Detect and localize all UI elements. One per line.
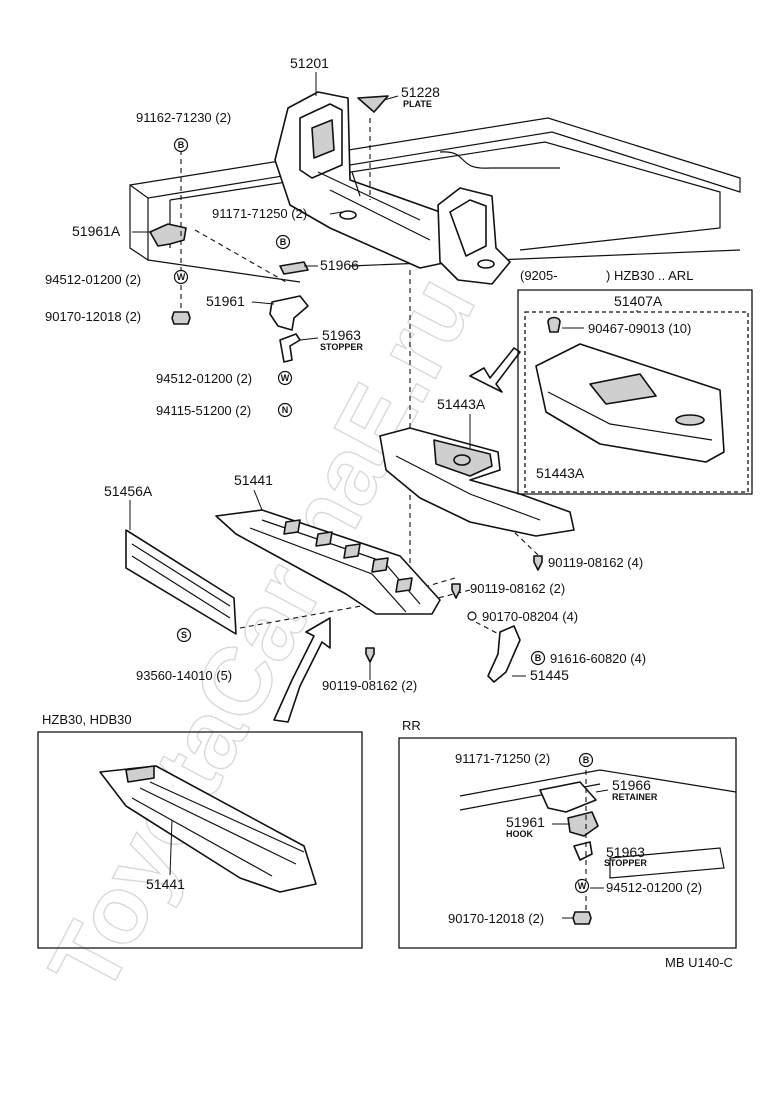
- label-51201: 51201: [290, 55, 329, 71]
- shield-51456A: [125, 529, 237, 635]
- washer-icon: W: [177, 272, 186, 282]
- variant-header-right: ) HZB30 .. ARL: [606, 268, 693, 283]
- inset-hzb30-hdb30: HZB30, HDB30 51441: [37, 712, 363, 949]
- label-51445: 51445: [530, 667, 569, 683]
- nut-icon: [171, 311, 191, 325]
- label-51966: 51966: [320, 257, 359, 273]
- crossmember-51201: [274, 91, 511, 285]
- rr-label-90170-12018: 90170-12018 (2): [448, 911, 544, 926]
- label-51228: 51228: [401, 84, 440, 100]
- washer-icon: W: [578, 881, 587, 891]
- engine-cover-51443A: [379, 427, 575, 537]
- label-51228-plate: PLATE: [403, 99, 432, 109]
- washer-icon: W: [281, 373, 290, 383]
- label-51456A: 51456A: [104, 483, 153, 499]
- label-51963-stopper: STOPPER: [320, 342, 363, 352]
- label-90119-08162-b: 90119-08162 (2): [470, 581, 565, 596]
- watermark: ToyotaCarinaE.ru: [29, 259, 496, 1009]
- label-51441: 51441: [234, 472, 273, 488]
- rr-label-51966: 51966: [612, 777, 651, 793]
- label-90119-08162-a: 90119-08162 (4): [548, 555, 643, 570]
- under-cover-51441: [215, 509, 441, 615]
- label-51443A: 51443A: [437, 396, 486, 412]
- inset-right-title: RR: [402, 718, 421, 733]
- label-90119-08162-c: 90119-08162 (2): [322, 678, 417, 693]
- nut-icon: N: [282, 405, 289, 415]
- label-90170-12018: 90170-12018 (2): [45, 309, 141, 324]
- variant-header-left: (9205-: [520, 268, 558, 283]
- fastener-symbols: B B W W N S B: [171, 137, 561, 666]
- label-94115-51200: 94115-51200 (2): [156, 403, 251, 418]
- stopper-51963: [279, 333, 301, 363]
- rr-label-91171-71250: 91171-71250 (2): [455, 751, 550, 766]
- inset-left-label-51441: 51441: [146, 876, 185, 892]
- part-labels: 51201 51228 PLATE 91162-71230 (2) 91171-…: [45, 55, 646, 693]
- rr-label-94512-01200: 94512-01200 (2): [606, 880, 702, 895]
- label-51963: 51963: [322, 327, 361, 343]
- rr-label-51961: 51961: [506, 814, 545, 830]
- bolt-icon: [451, 583, 461, 599]
- label-51961A: 51961A: [72, 223, 121, 239]
- label-94512-01200-b: 94512-01200 (2): [156, 371, 252, 386]
- bolt-icon: [533, 555, 543, 571]
- bolt-icon: [365, 647, 375, 663]
- bolt-icon: B: [280, 237, 287, 247]
- rr-label-51963: 51963: [606, 844, 645, 860]
- rr-label-51961-hook: HOOK: [506, 829, 534, 839]
- inset-left-title: HZB30, HDB30: [42, 712, 132, 727]
- bolt-icon: [547, 316, 561, 333]
- variant-box: (9205- ) HZB30 .. ARL 51407A 90467-09013…: [517, 268, 753, 495]
- label-51443A-variant: 51443A: [536, 465, 585, 481]
- bolt-icon: B: [583, 755, 590, 765]
- label-51961: 51961: [206, 293, 245, 309]
- label-93560-14010: 93560-14010 (5): [136, 668, 232, 683]
- bolt-icon: B: [535, 653, 542, 663]
- rr-label-51966-retainer: RETAINER: [612, 792, 658, 802]
- screw-icon: S: [181, 630, 187, 640]
- figure-code: MB U140-C: [665, 955, 733, 970]
- label-91616-60820: 91616-60820 (4): [550, 651, 646, 666]
- plate-51228: [357, 95, 389, 113]
- hook-51961: [269, 295, 309, 331]
- label-90467-09013: 90467-09013 (10): [588, 321, 691, 336]
- rr-label-51963-stopper: STOPPER: [604, 858, 647, 868]
- nut-icon: [467, 611, 477, 621]
- label-90170-08204: 90170-08204 (4): [482, 609, 578, 624]
- label-51407A: 51407A: [614, 293, 663, 309]
- bracket-51445: [487, 625, 521, 683]
- label-91162-71230: 91162-71230 (2): [136, 110, 231, 125]
- inset-rr: RR B W 91171-71250 (2) 51966 RETAINER 51…: [398, 718, 737, 949]
- direction-arrows: [273, 347, 521, 723]
- bolt-icon: B: [178, 140, 185, 150]
- label-91171-71250: 91171-71250 (2): [212, 206, 307, 221]
- label-94512-01200-a: 94512-01200 (2): [45, 272, 141, 287]
- nut-icon: [572, 911, 592, 925]
- bracket-51961A: [149, 223, 187, 247]
- retainer-51966: [279, 261, 309, 275]
